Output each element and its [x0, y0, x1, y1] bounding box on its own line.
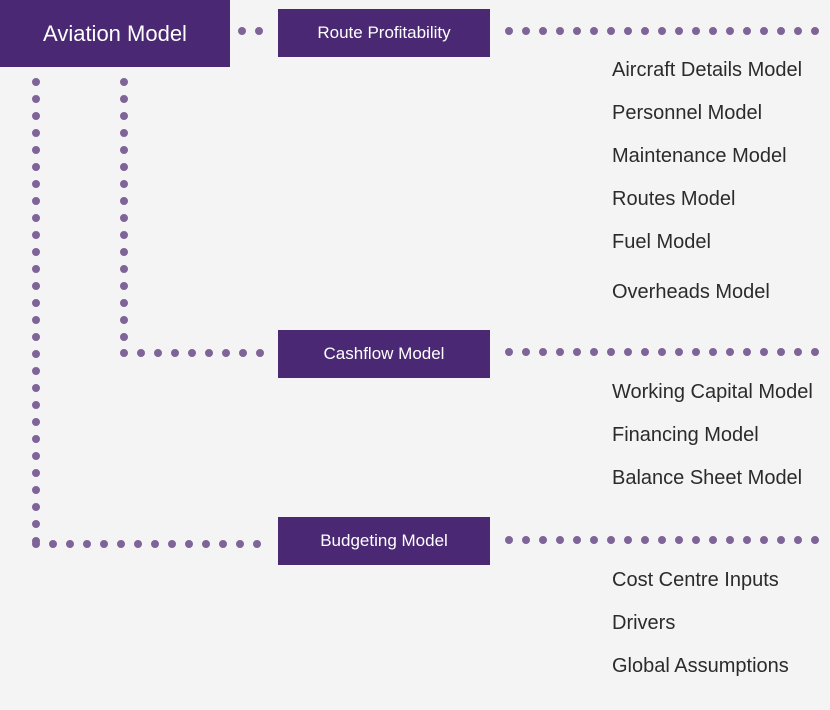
item-working-capital-model: Working Capital Model	[612, 381, 813, 403]
item-maintenance-model: Maintenance Model	[612, 145, 787, 167]
item-cost-centre-inputs: Cost Centre Inputs	[612, 569, 779, 591]
item-financing-model: Financing Model	[612, 424, 759, 446]
item-routes-model: Routes Model	[612, 188, 736, 210]
root-node-aviation-model: Aviation Model	[0, 0, 230, 67]
item-balance-sheet-model: Balance Sheet Model	[612, 467, 803, 489]
item-fuel-model: Fuel Model	[612, 231, 711, 253]
item-drivers: Drivers	[612, 612, 676, 634]
item-personnel-model: Personnel Model	[612, 102, 763, 124]
item-global-assumptions: Global Assumptions	[612, 655, 789, 677]
node-cashflow-model: Cashflow Model	[278, 330, 490, 378]
item-aircraft-details-model: Aircraft Details Model	[612, 59, 803, 81]
node-budgeting-model: Budgeting Model	[278, 517, 490, 565]
item-overheads-model: Overheads Model	[612, 281, 770, 303]
node-route-profitability: Route Profitability	[278, 9, 490, 57]
